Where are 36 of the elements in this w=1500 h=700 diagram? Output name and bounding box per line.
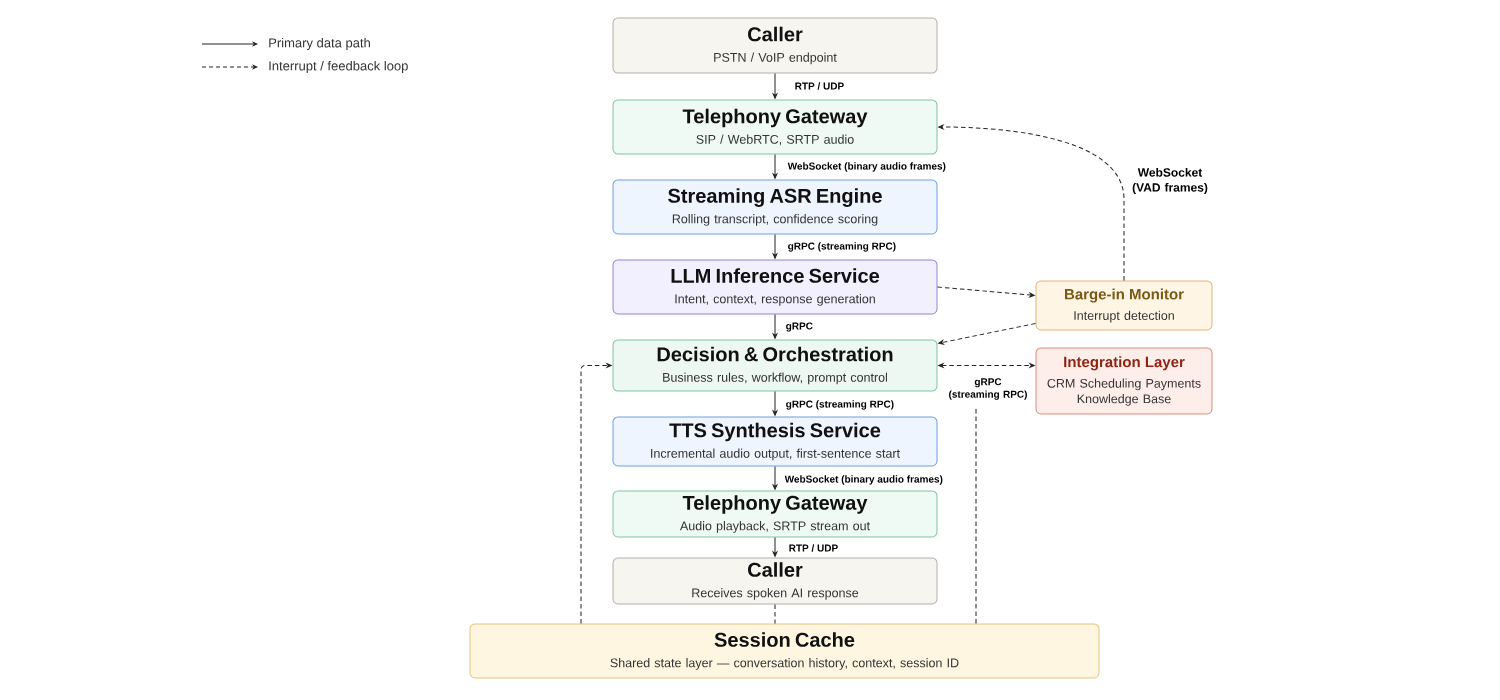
process-box: Caller Receives spoken AI response: [612, 557, 938, 605]
process-box: Integration Layer CRM Scheduling Payments Knowledge Base: [1035, 347, 1213, 415]
process-box: Telephony Gateway Audio playback, SRTP stream out: [612, 490, 938, 538]
process-box: Caller PSTN / VoIP endpoint: [612, 17, 938, 74]
arrow: [772, 537, 778, 557]
dashed-arrow: [938, 124, 1125, 281]
process-box: Streaming ASR Engine Rolling transcript, confidence scoring: [612, 179, 938, 235]
dashed-arrow: [937, 286, 1035, 298]
dashed-arrow: [938, 363, 1035, 368]
process-box: Decision & Orchestration Business rules, workflow, prompt control: [612, 339, 938, 392]
arrow: [772, 73, 778, 99]
arrow: [772, 466, 778, 490]
edge-label: gRPC (streaming RPC): [949, 378, 1027, 400]
process-box: TTS Synthesis Service Incremental audio output, first-sentence start: [612, 416, 938, 467]
arrow: [772, 314, 778, 339]
process-box: LLM Inference Service Intent, context, response generation: [612, 259, 938, 315]
dashed-arrow: [938, 323, 1036, 345]
edge-label: gRPC (streaming RPC): [788, 242, 896, 252]
edge-label: gRPC: [786, 322, 813, 332]
process-box: Session Cache Shared state layer — conversation history, context, session ID: [469, 623, 1100, 679]
edge-label: gRPC (streaming RPC): [786, 400, 894, 410]
edge-label: WebSocket (binary audio frames): [787, 162, 946, 172]
arrow: [772, 391, 778, 416]
dashed-line: [774, 604, 776, 624]
arrow: [772, 234, 778, 259]
edge-label: RTP / UDP: [789, 544, 838, 552]
arrow: [772, 154, 778, 179]
dashed-arrow: [580, 363, 612, 624]
process-box: Telephony Gateway SIP / WebRTC, SRTP audio: [612, 99, 938, 155]
edge-label: RTP / UDP: [795, 82, 844, 90]
legend-label: Interrupt / feedback loop: [269, 60, 408, 74]
legend-label: Primary data path: [269, 37, 370, 51]
edge-label: WebSocket (binary audio frames): [784, 475, 943, 485]
dashed-line: [975, 407, 977, 624]
edge-label: WebSocket (VAD frames): [1132, 167, 1208, 195]
process-box: Barge-in Monitor Interrupt detection: [1035, 280, 1213, 331]
